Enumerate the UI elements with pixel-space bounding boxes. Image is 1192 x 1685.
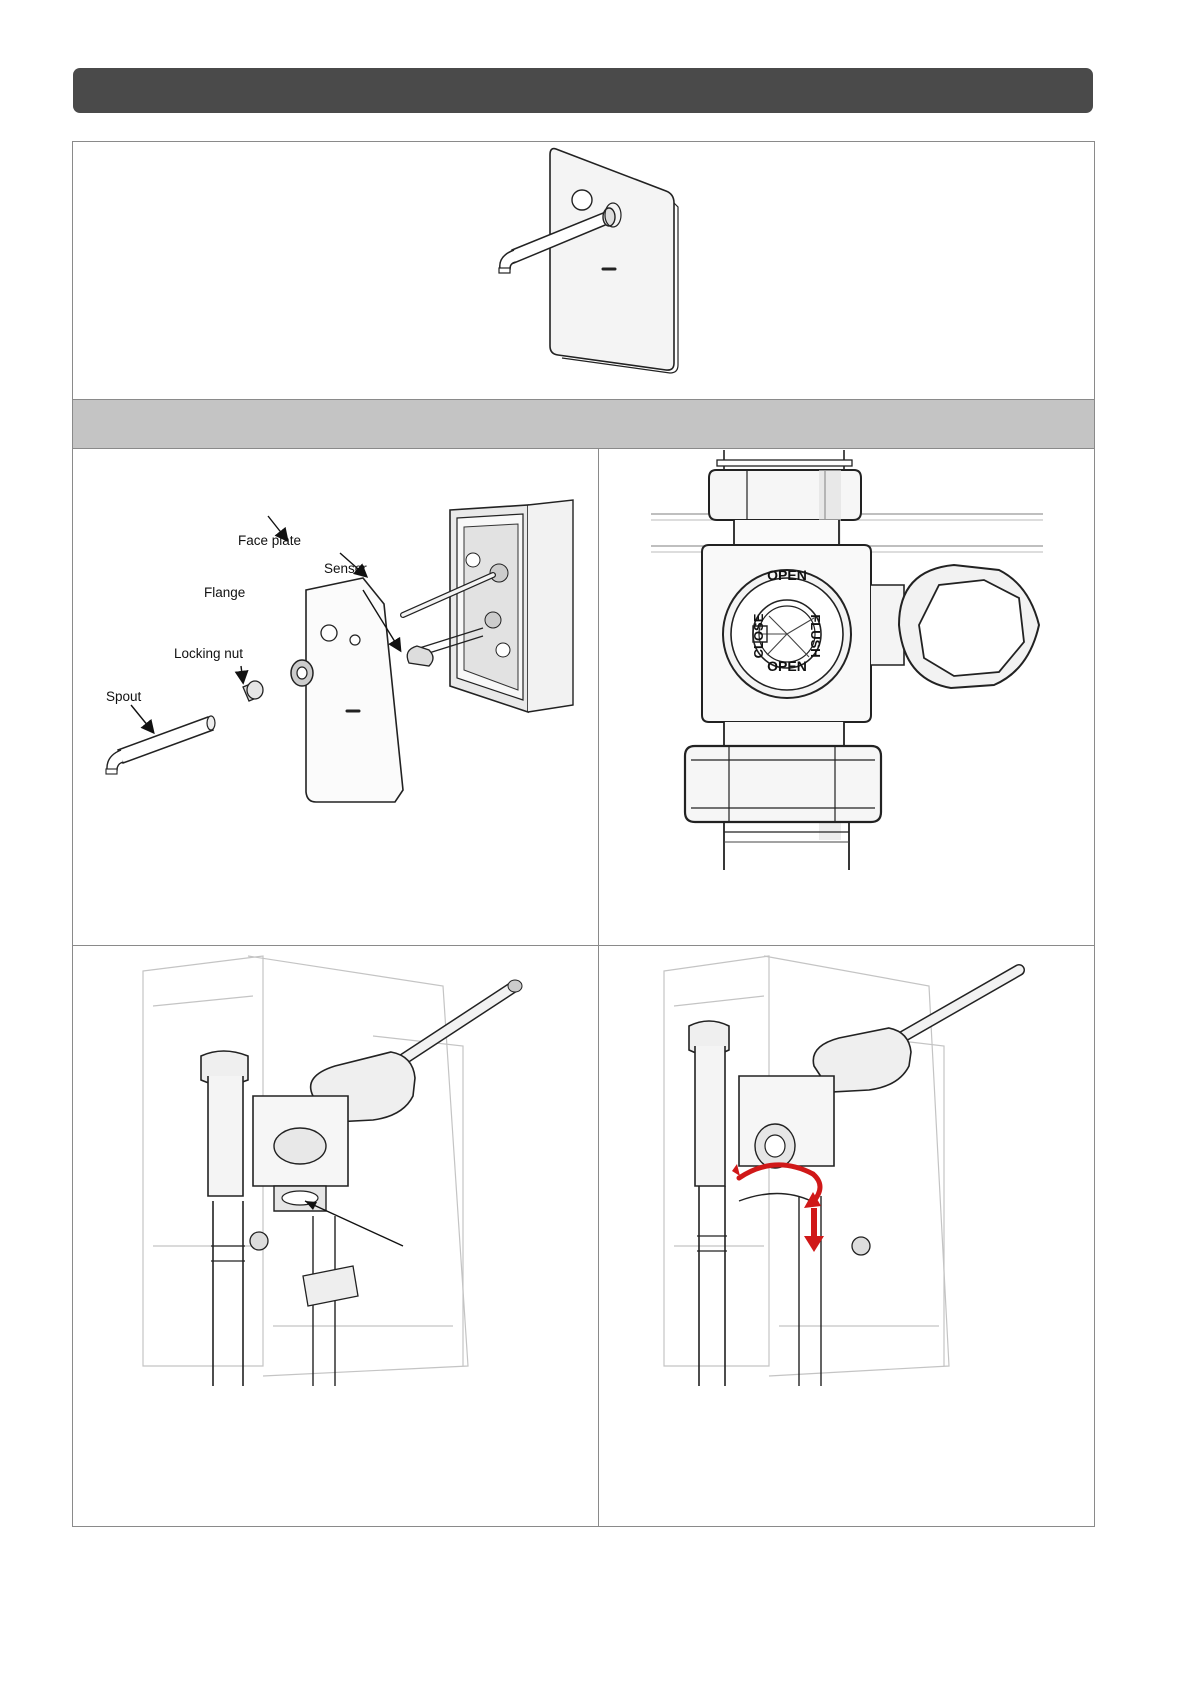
label-spout: Spout xyxy=(106,689,141,704)
section-header-band xyxy=(73,399,1094,449)
label-sensor: Sensor xyxy=(324,561,367,576)
valve-marking-open-bottom: OPEN xyxy=(767,658,807,674)
valve-removal-illustration xyxy=(599,946,1094,1526)
rotate-arrow-icon xyxy=(739,1165,813,1178)
label-flange: Flange xyxy=(204,585,245,600)
valve-marking-flush: FLUSH xyxy=(808,614,823,657)
exploded-view-illustration: Face plate Sensor Flange Locking nut Spo… xyxy=(73,450,598,945)
spout-product-illustration xyxy=(470,143,700,373)
label-locking-nut: Locking nut xyxy=(174,646,243,661)
page-title-bar xyxy=(73,68,1093,113)
valve-marking-close: CLOSE xyxy=(751,613,766,658)
valve-closeup-illustration: OPEN OPEN CLOSE FLUSH xyxy=(599,450,1094,945)
label-face-plate: Face plate xyxy=(238,533,301,548)
valve-marking-open-top: OPEN xyxy=(767,567,807,583)
valve-assembly-pointer-illustration xyxy=(73,946,598,1526)
